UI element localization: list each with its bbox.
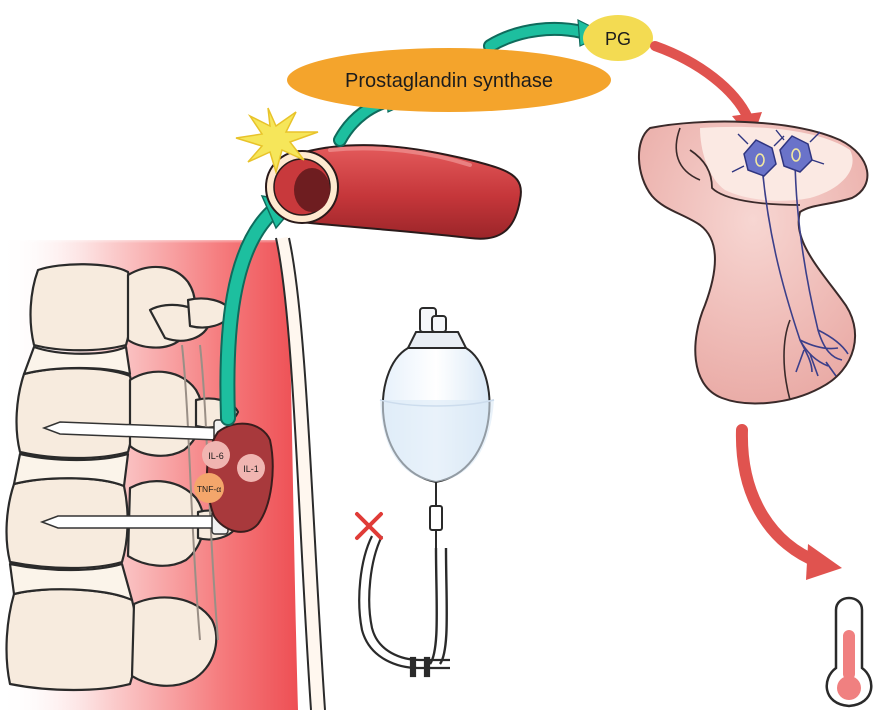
pg-node: PG	[583, 15, 653, 61]
thermometer-icon	[827, 598, 872, 706]
red-arrow-to-thermometer	[742, 430, 842, 580]
cytokine-tnf: TNF-α	[194, 473, 224, 503]
screw-lower	[42, 516, 216, 528]
il6-label: IL-6	[208, 451, 224, 461]
x-mark-icon	[357, 514, 381, 538]
drainage-bag-icon	[380, 308, 494, 664]
tnf-label: TNF-α	[197, 484, 221, 494]
pg-label: PG	[605, 29, 631, 49]
cytokine-il6: IL-6	[202, 441, 230, 469]
cytokine-il1: IL-1	[237, 454, 265, 482]
enzyme-label: Prostaglandin synthase	[345, 70, 553, 92]
prostaglandin-synthase-node: Prostaglandin synthase	[287, 48, 611, 112]
vertebra-4	[7, 589, 138, 690]
il1-label: IL-1	[243, 464, 259, 474]
vertebra-2	[17, 368, 134, 458]
vertebra-1	[31, 264, 132, 350]
